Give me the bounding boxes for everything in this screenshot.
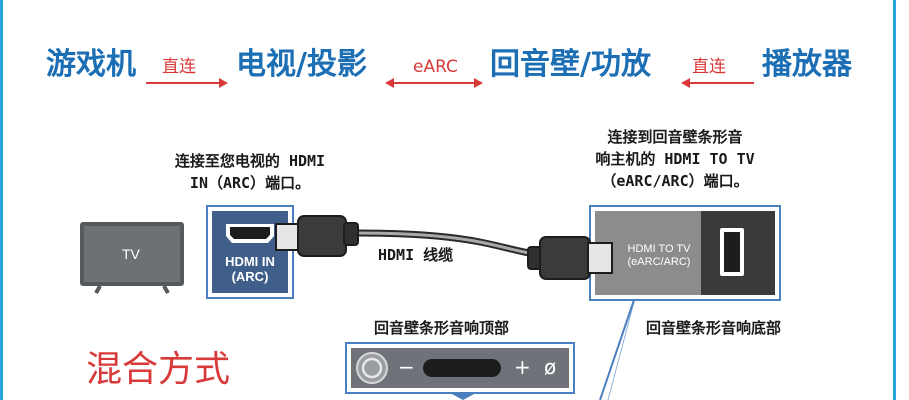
frame-right-border [893, 0, 896, 400]
chain-earc-label: eARC [413, 57, 458, 77]
chain-direct-label-1: 直连 [162, 57, 196, 77]
frame-left-border [0, 0, 3, 400]
tv-label: TV [122, 246, 140, 262]
soundbar-port-caption-line2: 响主机的 HDMI TO TV [595, 150, 755, 168]
soundbar-port-caption-line1: 连接到回音壁条形音 [607, 128, 743, 146]
hybrid-mode-title: 混合方式 [86, 349, 231, 390]
tv-port-caption: 连接至您电视的 HDMI IN（ARC）端口。 [130, 150, 370, 194]
chain-player: 播放器 [762, 47, 852, 82]
volume-up-icon: + [514, 355, 531, 379]
soundbar-hdmi-port-label-line1: HDMI TO TV [627, 243, 691, 255]
volume-down-icon: − [398, 355, 415, 379]
tv-hdmi-port-label: HDMI IN (ARC) [212, 254, 288, 285]
tv-port-caption-line2: IN（ARC）端口。 [189, 174, 311, 192]
soundbar-bottom-label: 回音壁条形音响底部 [646, 319, 782, 337]
right-arrow-direct-1 [146, 78, 228, 88]
tv-port-caption-line1: 连接至您电视的 HDMI [174, 152, 326, 170]
chain-soundbar-amp: 回音壁/功放 [490, 47, 651, 82]
tv-icon [80, 222, 184, 294]
double-arrow-earc [385, 78, 483, 88]
soundbar-top-panel [345, 342, 575, 400]
hdmi-plug-right [527, 236, 613, 280]
tv-hdmi-panel [206, 205, 294, 299]
soundbar-port-caption: 连接到回音壁条形音 响主机的 HDMI TO TV （eARC/ARC）端口。 [560, 126, 790, 192]
hdmi-plug-left [275, 215, 359, 257]
soundbar-hdmi-panel [589, 205, 781, 301]
mute-icon: ø [544, 355, 557, 379]
tv-hdmi-port-label-line2: (ARC) [231, 268, 269, 284]
tv-hdmi-port-label-line1: HDMI IN [225, 254, 275, 269]
chain-direct-label-2: 直连 [692, 57, 726, 77]
soundbar-port-caption-line3: （eARC/ARC）端口。 [601, 172, 749, 190]
chain-tv-projector: 电视/投影 [236, 47, 367, 82]
soundbar-top-label: 回音壁条形音响顶部 [374, 319, 510, 337]
chain-game-console: 游戏机 [46, 47, 136, 82]
soundbar-hdmi-port-label: HDMI TO TV (eARC/ARC) [617, 243, 701, 268]
soundbar-hdmi-port-label-line2: (eARC/ARC) [627, 255, 691, 268]
hdmi-cable-label: HDMI 线缆 [378, 246, 454, 264]
left-arrow-direct-2 [681, 78, 754, 88]
